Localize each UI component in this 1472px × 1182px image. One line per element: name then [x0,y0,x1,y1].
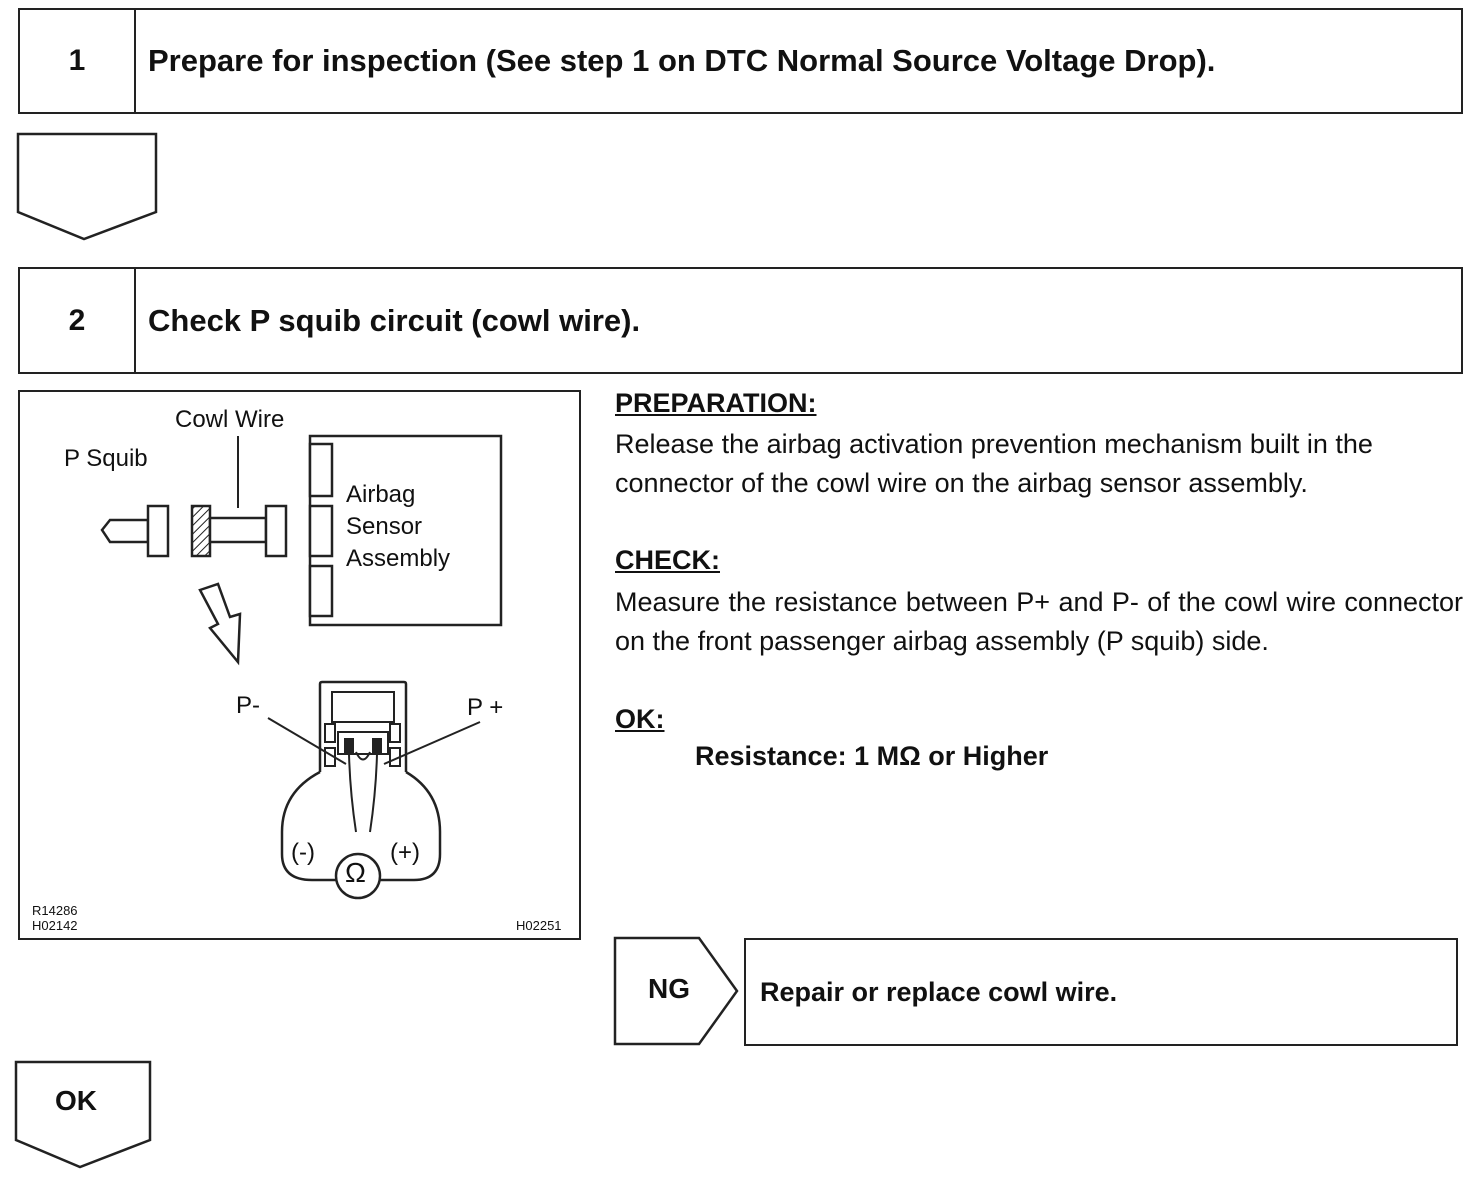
label-assembly: Assembly [346,545,451,572]
step-2-title: Check P squib circuit (cowl wire). [148,302,641,338]
ok-heading: OK: [615,704,665,734]
ok-arrow-icon [14,1060,152,1169]
ok-label: OK [55,1085,97,1116]
check-heading: CHECK: [615,545,720,575]
step-1-title: Prepare for inspection (See step 1 on DT… [148,43,1216,78]
label-cowl-wire: Cowl Wire [175,406,285,433]
step-1-number: 1 [20,10,136,112]
label-negative: (-) [291,839,315,866]
label-sensor: Sensor [346,513,423,540]
label-airbag: Airbag [346,481,416,508]
figure-code-left-2: H02142 [32,918,78,933]
step-2-number: 2 [20,269,136,372]
connector-diagram: Cowl Wire P Squib Airbag Sensor Assembly… [18,390,581,940]
ng-label: NG [648,973,690,1004]
preparation-text: Release the airbag activation prevention… [615,429,1373,498]
figure-code-right: H02251 [516,918,562,933]
down-arrow-icon [16,132,158,241]
connector-drawing [100,434,503,900]
ng-action-text: Repair or replace cowl wire. [760,976,1118,1007]
ng-arrow-icon [613,936,739,1046]
step-2-box: 2 Check P squib circuit (cowl wire). [18,267,1463,374]
check-text: Measure the resistance between P+ and P-… [615,587,1463,656]
ng-action-box: Repair or replace cowl wire. [744,938,1458,1046]
label-p-squib: P Squib [64,445,148,472]
ohm-icon: Ω [345,857,366,888]
figure-code-left-1: R14286 [32,903,78,918]
label-p-plus: P + [467,694,504,721]
resistance-spec: Resistance: 1 MΩ or Higher [695,741,1049,771]
label-positive: (+) [390,839,420,866]
label-p-minus: P- [236,692,260,719]
preparation-heading: PREPARATION: [615,388,817,418]
step-1-box: 1 Prepare for inspection (See step 1 on … [18,8,1463,114]
